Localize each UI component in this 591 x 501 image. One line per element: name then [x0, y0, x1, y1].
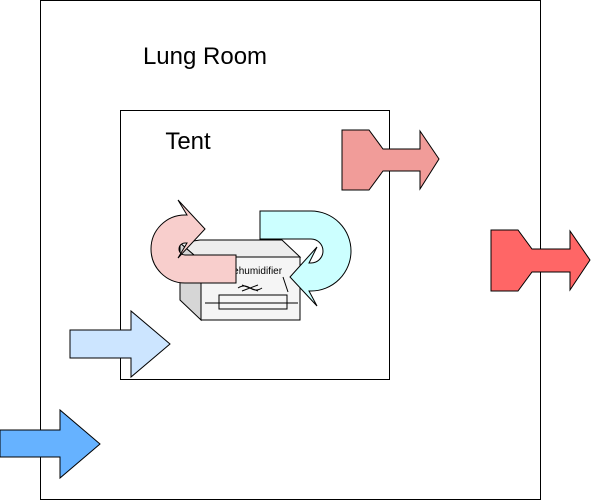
dehumidifier-label: Dehumidifier	[226, 266, 283, 277]
cool-loop-arrow	[259, 210, 352, 307]
dehumidifier-leader-line	[282, 276, 289, 293]
room-inlet-arrow	[0, 408, 101, 480]
tent-label: Tent	[165, 128, 211, 155]
tent-inlet-arrow	[69, 309, 171, 379]
lung-room-label: Lung Room	[143, 43, 267, 70]
warm-loop-arrow	[150, 199, 237, 284]
dehumidifier-vent	[218, 294, 288, 310]
fan-icon	[237, 284, 263, 292]
room-exhaust-arrow	[490, 229, 591, 292]
tent-exhaust-arrow	[341, 129, 440, 191]
